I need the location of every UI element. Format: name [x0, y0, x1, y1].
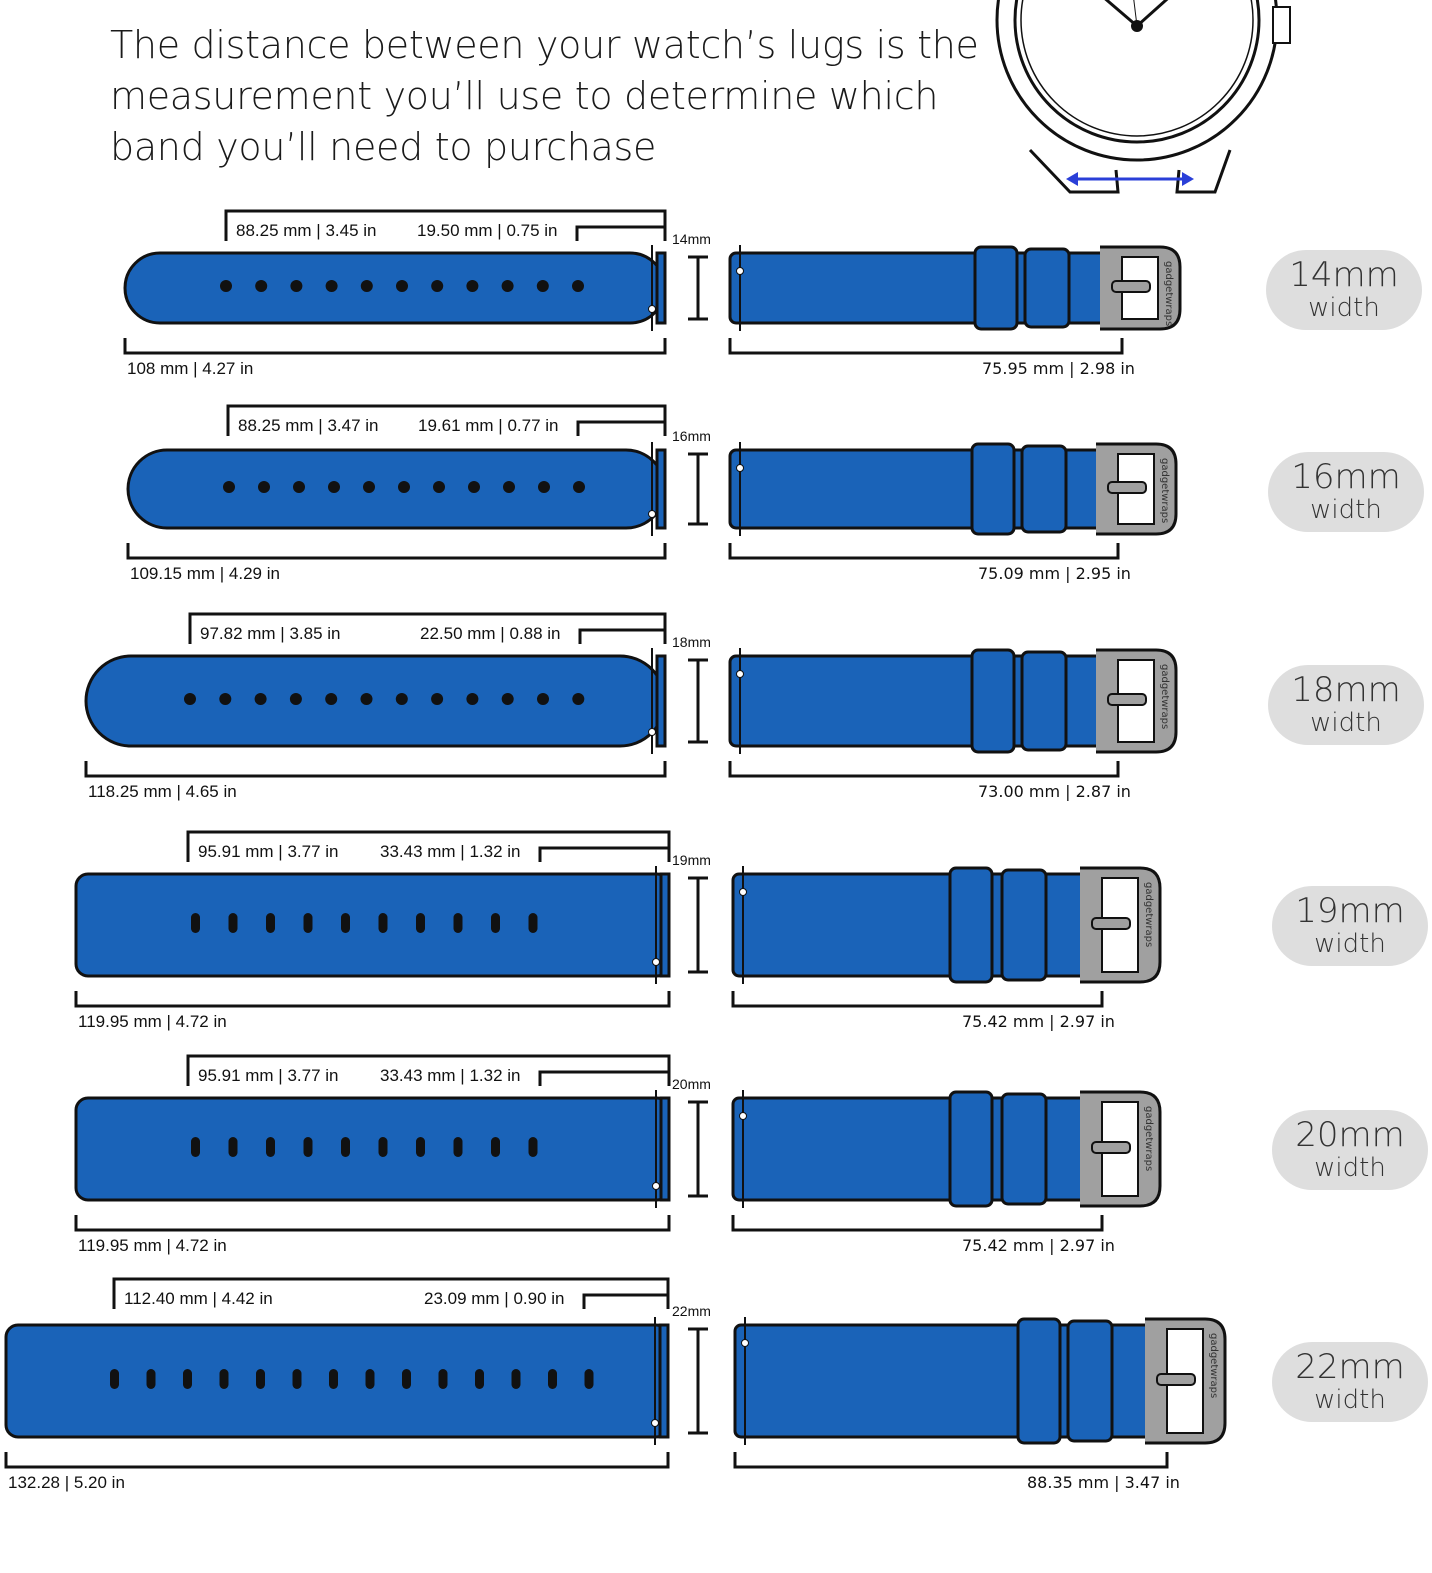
strap-width-label: 18mm — [672, 634, 711, 650]
strap-diagram-icon: gadgetwraps — [126, 404, 1178, 560]
strap-diagram-icon: gadgetwraps — [74, 1054, 1162, 1232]
width-badge-unit: width — [1314, 1153, 1386, 1183]
strap-width-label: 22mm — [672, 1303, 711, 1319]
width-badge-size: 19mm — [1295, 891, 1405, 931]
width-badge-size: 18mm — [1291, 670, 1401, 710]
svg-text:gadgetwraps: gadgetwraps — [1143, 1106, 1154, 1171]
holes-span-label: 95.91 mm | 3.77 in — [198, 842, 339, 861]
long-strap-total-label: 108 mm | 4.27 in — [127, 359, 254, 378]
short-strap-total-label: 73.00 mm | 2.87 in — [978, 782, 1131, 801]
holes-span-label: 88.25 mm | 3.45 in — [236, 221, 377, 240]
width-badge-unit: width — [1314, 1385, 1386, 1415]
short-strap-total-label: 75.42 mm | 2.97 in — [962, 1236, 1115, 1255]
width-badge-unit: width — [1310, 708, 1382, 738]
long-strap-total-label: 109.15 mm | 4.29 in — [130, 564, 280, 583]
strap-width-label: 16mm — [672, 428, 711, 444]
width-badge-unit: width — [1308, 293, 1380, 323]
tip-span-label: 19.50 mm | 0.75 in — [417, 221, 558, 240]
strap-diagram-icon: gadgetwraps — [123, 209, 1182, 355]
long-strap-total-label: 118.25 mm | 4.65 in — [88, 782, 237, 801]
short-strap-total-label: 75.09 mm | 2.95 in — [978, 564, 1131, 583]
width-badge-size: 20mm — [1295, 1115, 1405, 1155]
width-badge-unit: width — [1310, 495, 1382, 525]
svg-text:gadgetwraps: gadgetwraps — [1163, 261, 1174, 326]
strap-width-label: 14mm — [672, 231, 711, 247]
short-strap-total-label: 88.35 mm | 3.47 in — [1027, 1473, 1180, 1492]
long-strap-total-label: 132.28 | 5.20 in — [8, 1473, 125, 1492]
tip-span-label: 22.50 mm | 0.88 in — [420, 624, 561, 643]
watch-lug-diagram-icon — [995, 0, 1291, 194]
short-strap-total-label: 75.95 mm | 2.98 in — [982, 359, 1135, 378]
holes-span-label: 97.82 mm | 3.85 in — [200, 624, 341, 643]
holes-span-label: 88.25 mm | 3.47 in — [238, 416, 379, 435]
long-strap-total-label: 119.95 mm | 4.72 in — [78, 1012, 227, 1031]
strap-diagram-icon: gadgetwraps — [84, 612, 1178, 778]
svg-text:gadgetwraps: gadgetwraps — [1208, 1333, 1219, 1398]
width-badge-size: 22mm — [1295, 1347, 1405, 1387]
width-badge-unit: width — [1314, 929, 1386, 959]
width-badge-size: 16mm — [1291, 457, 1401, 497]
tip-span-label: 23.09 mm | 0.90 in — [424, 1289, 565, 1308]
svg-text:gadgetwraps: gadgetwraps — [1143, 882, 1154, 947]
tip-span-label: 33.43 mm | 1.32 in — [380, 1066, 521, 1085]
strap-width-label: 19mm — [672, 852, 711, 868]
strap-diagram-icon: gadgetwraps — [4, 1277, 1227, 1469]
svg-text:gadgetwraps: gadgetwraps — [1159, 664, 1170, 729]
holes-span-label: 112.40 mm | 4.42 in — [124, 1289, 273, 1308]
short-strap-total-label: 75.42 mm | 2.97 in — [962, 1012, 1115, 1031]
headline: The distance between your watch’s lugs i… — [110, 23, 979, 169]
holes-span-label: 95.91 mm | 3.77 in — [198, 1066, 339, 1085]
svg-text:gadgetwraps: gadgetwraps — [1159, 458, 1170, 523]
long-strap-total-label: 119.95 mm | 4.72 in — [78, 1236, 227, 1255]
tip-span-label: 19.61 mm | 0.77 in — [418, 416, 559, 435]
tip-span-label: 33.43 mm | 1.32 in — [380, 842, 521, 861]
strap-diagram-icon: gadgetwraps — [74, 830, 1162, 1008]
width-badge-size: 14mm — [1289, 255, 1399, 295]
strap-width-label: 20mm — [672, 1076, 711, 1092]
